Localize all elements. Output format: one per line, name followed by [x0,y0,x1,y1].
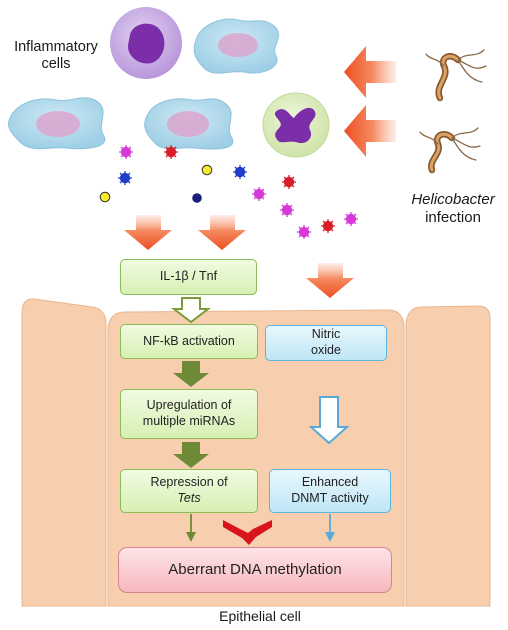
upregulation-line2: multiple miRNAs [142,414,236,428]
epithelial-cell-label: Epithelial cell [219,608,301,624]
repression-line2: Tets [177,491,201,505]
cytokine-red [164,145,335,233]
nitric-oxide-line2: oxide [311,343,341,357]
lymphocyte-cell [110,7,182,79]
orange-arrow-middle [198,215,246,250]
nfkb-activation-box: NF-kB activation [120,324,258,359]
enhanced-dnmt-box: Enhanced DNMT activity [269,469,391,513]
nitric-oxide-line1: Nitric [311,327,341,342]
cytokine-blue [118,165,247,185]
red-converging-arrow [223,520,272,545]
inflammatory-cells [7,7,330,158]
hollow-arrow-no-to-dnmt [308,396,350,445]
inflammatory-cells-label-line2: cells [41,56,71,73]
cytokine-yellow [99,164,213,203]
helicobacter-top-icon [425,49,487,102]
hollow-arrow-il1b-to-nfkb [171,297,211,324]
inflammatory-cells-label: Inflammatory cells [6,39,106,74]
epithelial-cell-right [405,305,491,607]
arrow-nfkb-to-upregulation [173,361,209,387]
repression-tets-box: Repression of Tets [120,469,258,513]
helicobacter-infection-label: Helicobacter infection [401,191,505,227]
infection-arrow-bottom [344,105,396,157]
helicobacter-bottom-icon [419,127,481,174]
macrophage-cell-left [7,97,106,150]
cytokine-magenta [119,145,358,239]
neutrophil-cell [262,92,330,158]
infection-label: infection [425,209,481,226]
macrophage-cell-top [193,18,280,74]
cytokines [99,145,358,239]
dnmt-line2: DNMT activity [291,491,369,505]
nitric-oxide-box: Nitric oxide [265,325,387,361]
orange-arrow-left [124,215,172,250]
cytokine-flow-arrows [124,215,354,298]
infection-arrow-top [344,46,396,98]
pathway-arrows [171,297,350,545]
inflammatory-cells-label-line1: Inflammatory [14,39,98,55]
epithelial-cell-left [21,298,107,607]
infection-arrows [344,46,396,157]
il1b-tnf-box: IL-1β / Tnf [120,259,257,295]
helicobacter-bacteria [419,49,487,174]
upregulation-mirnas-box: Upregulation of multiple miRNAs [120,389,258,439]
macrophage-cell-center [144,98,234,150]
dnmt-line1: Enhanced [301,475,359,490]
arrow-upregulation-to-repression [173,442,209,468]
orange-arrow-right [306,263,354,298]
repression-line1: Repression of [150,475,228,490]
helicobacter-label: Helicobacter [411,191,495,208]
cytokine-navy [192,193,202,203]
aberrant-dna-methylation-box: Aberrant DNA methylation [118,547,392,593]
upregulation-line1: Upregulation of [146,398,232,413]
